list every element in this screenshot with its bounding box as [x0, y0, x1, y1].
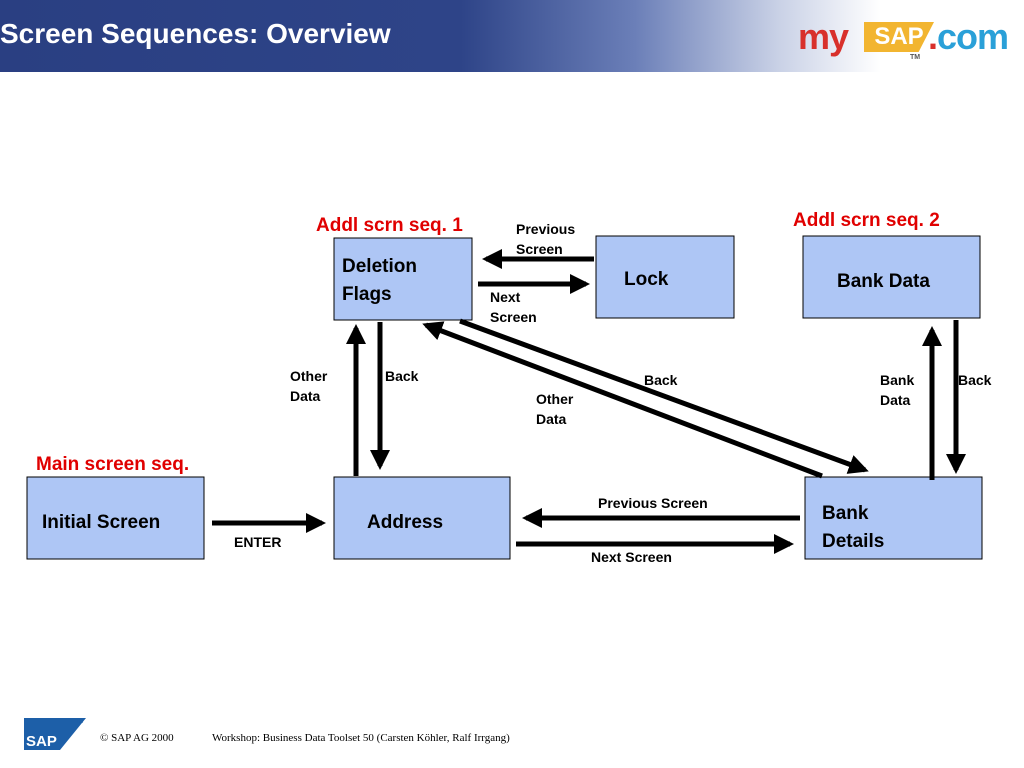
footer-copyright: © SAP AG 2000 [100, 732, 174, 744]
sap-logo-icon: SAP TM [24, 718, 86, 750]
box-deletion-flags-line1: Deletion [342, 256, 417, 277]
seq-label-main: Main screen seq. [36, 454, 189, 475]
brand-dot: . [928, 16, 938, 57]
seq-label-addl-2: Addl scrn seq. 2 [793, 210, 940, 231]
seq-label-addl-1: Addl scrn seq. 1 [316, 215, 463, 236]
edge-label-other-data-left-line1: Other [290, 368, 328, 384]
box-bank-data: Bank Data [802, 235, 981, 319]
mysap-logo: my SAP TM .com [798, 16, 1010, 61]
brand-my: my [798, 16, 849, 57]
box-deletion-flags: Deletion Flags [333, 237, 473, 321]
edge-label-previous-line1: Previous [516, 221, 575, 237]
box-address-label: Address [367, 512, 443, 533]
box-deletion-flags-line2: Flags [342, 284, 392, 305]
sap-logo-tm: TM [76, 719, 83, 725]
box-initial-screen-label: Initial Screen [42, 512, 160, 533]
edge-label-other-data-left-line2: Data [290, 388, 321, 404]
edge-label-back-left: Back [385, 368, 419, 384]
edge-label-previous-line2: Screen [516, 241, 563, 257]
edge-label-other-data-middle-line1: Other [536, 391, 574, 407]
footer-workshop: Workshop: Business Data Toolset 50 (Cars… [212, 732, 510, 744]
edge-label-next-screen: Next Screen [591, 549, 672, 565]
box-initial-screen: Initial Screen [26, 476, 205, 560]
edge-label-previous-screen: Previous Screen [598, 495, 708, 511]
edge-label-bank-data-line1: Bank [880, 372, 914, 388]
box-bank-details-line1: Bank [822, 503, 869, 524]
box-lock: Lock [595, 235, 735, 319]
page-title: Screen Sequences: Overview [0, 18, 391, 49]
box-bank-details-line2: Details [822, 531, 884, 552]
brand-sap: SAP [864, 22, 934, 52]
brand-tm: TM [910, 54, 921, 61]
edge-label-enter: ENTER [234, 534, 281, 550]
sap-logo-text: SAP [26, 733, 57, 750]
edge-label-next-line1: Next [490, 289, 521, 305]
box-bank-data-label: Bank Data [837, 271, 930, 292]
edge-label-other-data-middle-line2: Data [536, 411, 567, 427]
brand-com: .com [928, 16, 1009, 58]
edge-label-back-right: Back [958, 372, 992, 388]
brand-com-text: com [937, 16, 1009, 57]
box-lock-label: Lock [624, 269, 669, 290]
edge-label-next-line2: Screen [490, 309, 537, 325]
edge-label-bank-data-line2: Data [880, 392, 911, 408]
header-bar: Screen Sequences: Overview my SAP TM .co… [0, 0, 1024, 72]
arrow-bankdetails-to-deletion [422, 321, 823, 479]
edge-label-back-middle: Back [644, 372, 678, 388]
box-address: Address [333, 476, 511, 560]
box-bank-details: Bank Details [804, 476, 983, 560]
arrow-deletion-to-bankdetails [459, 318, 869, 474]
